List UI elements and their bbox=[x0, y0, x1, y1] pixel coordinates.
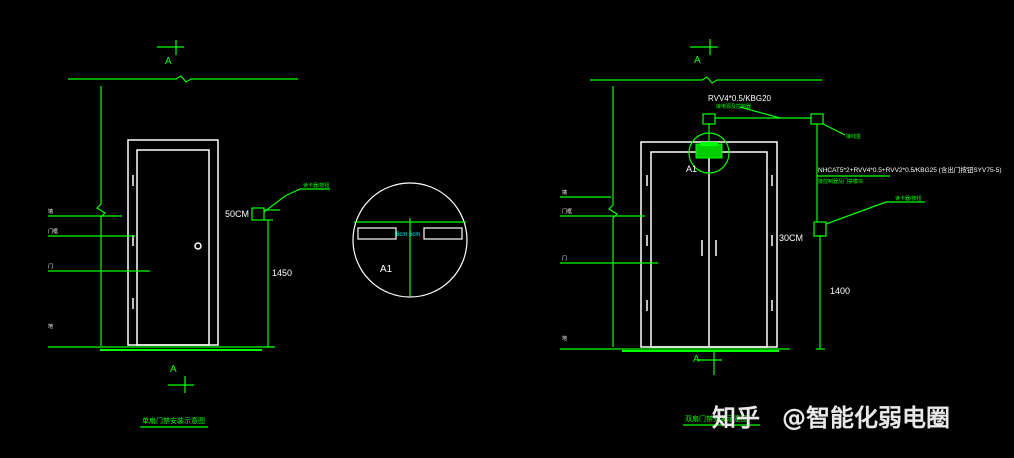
right-section-top-label: A bbox=[694, 55, 701, 66]
left-section-bottom-label: A bbox=[170, 364, 177, 375]
right-title: 双扇门禁安装示意图 bbox=[685, 414, 748, 423]
right-cable-long: NHCAT5*2+RVV4*0.5+RVV2*0.5/KBG25 (含出门按钮S… bbox=[818, 165, 1002, 174]
right-lock-top bbox=[700, 142, 718, 146]
right-height-label: 30CM bbox=[779, 233, 803, 243]
right-cable-long-note: 接控制器及门禁模块 bbox=[818, 178, 863, 185]
right-detail-callout bbox=[688, 132, 730, 174]
left-wall-line bbox=[96, 86, 106, 346]
right-cable-top: RVV4*0.5/KBG20 bbox=[708, 94, 772, 103]
left-label-floor: 地 bbox=[48, 323, 53, 330]
center-detail-id: A1 bbox=[380, 264, 393, 275]
left-label-frame: 门框 bbox=[48, 228, 58, 235]
center-spacing-label: 6cm 6cm bbox=[396, 232, 420, 238]
right-card-reader bbox=[813, 221, 827, 237]
right-label-wall: 墙 bbox=[562, 189, 567, 196]
center-lock-right bbox=[423, 227, 463, 240]
left-card-reader bbox=[251, 207, 265, 221]
right-cable-top-note: 接电源及控制器 bbox=[716, 103, 751, 110]
left-door-frame bbox=[127, 139, 219, 346]
left-height-label: 50CM bbox=[225, 209, 249, 219]
right-dim-value: 1400 bbox=[830, 286, 850, 296]
watermark-account: @智能化弱电圈 bbox=[782, 404, 950, 432]
right-device-note: 读卡器/按钮 bbox=[895, 195, 921, 202]
right-detail-id: A1 bbox=[686, 164, 697, 174]
center-lock-left bbox=[357, 227, 397, 240]
watermark-brand: 知乎 bbox=[712, 404, 760, 432]
right-wall-line bbox=[608, 86, 618, 347]
right-ceiling-line bbox=[590, 76, 822, 84]
right-label-floor: 地 bbox=[562, 335, 567, 342]
right-label-door: 门 bbox=[562, 255, 567, 262]
left-section-top-label: A bbox=[165, 56, 172, 67]
right-section-bottom-label: A bbox=[693, 354, 700, 365]
left-label-wall: 墙 bbox=[48, 208, 53, 215]
right-junction-box-left bbox=[702, 113, 716, 125]
right-leader-box bbox=[822, 123, 846, 136]
right-magnetic-lock bbox=[695, 143, 723, 159]
left-door-knob-icon bbox=[194, 242, 202, 250]
left-device-leader bbox=[263, 188, 330, 213]
right-leader-cable-top bbox=[739, 106, 781, 119]
left-dim-value: 1450 bbox=[272, 268, 292, 278]
left-door-leaf bbox=[136, 149, 210, 346]
left-title: 单扇门禁安装示意图 bbox=[142, 416, 205, 425]
right-leader-reader bbox=[825, 201, 887, 225]
right-label-frame: 门框 bbox=[562, 208, 572, 215]
left-device-note: 读卡器/按钮 bbox=[303, 182, 329, 189]
left-ceiling-line bbox=[68, 75, 298, 83]
right-junction-note: 接线盒 bbox=[846, 133, 861, 140]
center-detail-circle bbox=[352, 182, 468, 298]
right-junction-box-right bbox=[810, 113, 824, 125]
left-label-door: 门 bbox=[48, 263, 53, 270]
